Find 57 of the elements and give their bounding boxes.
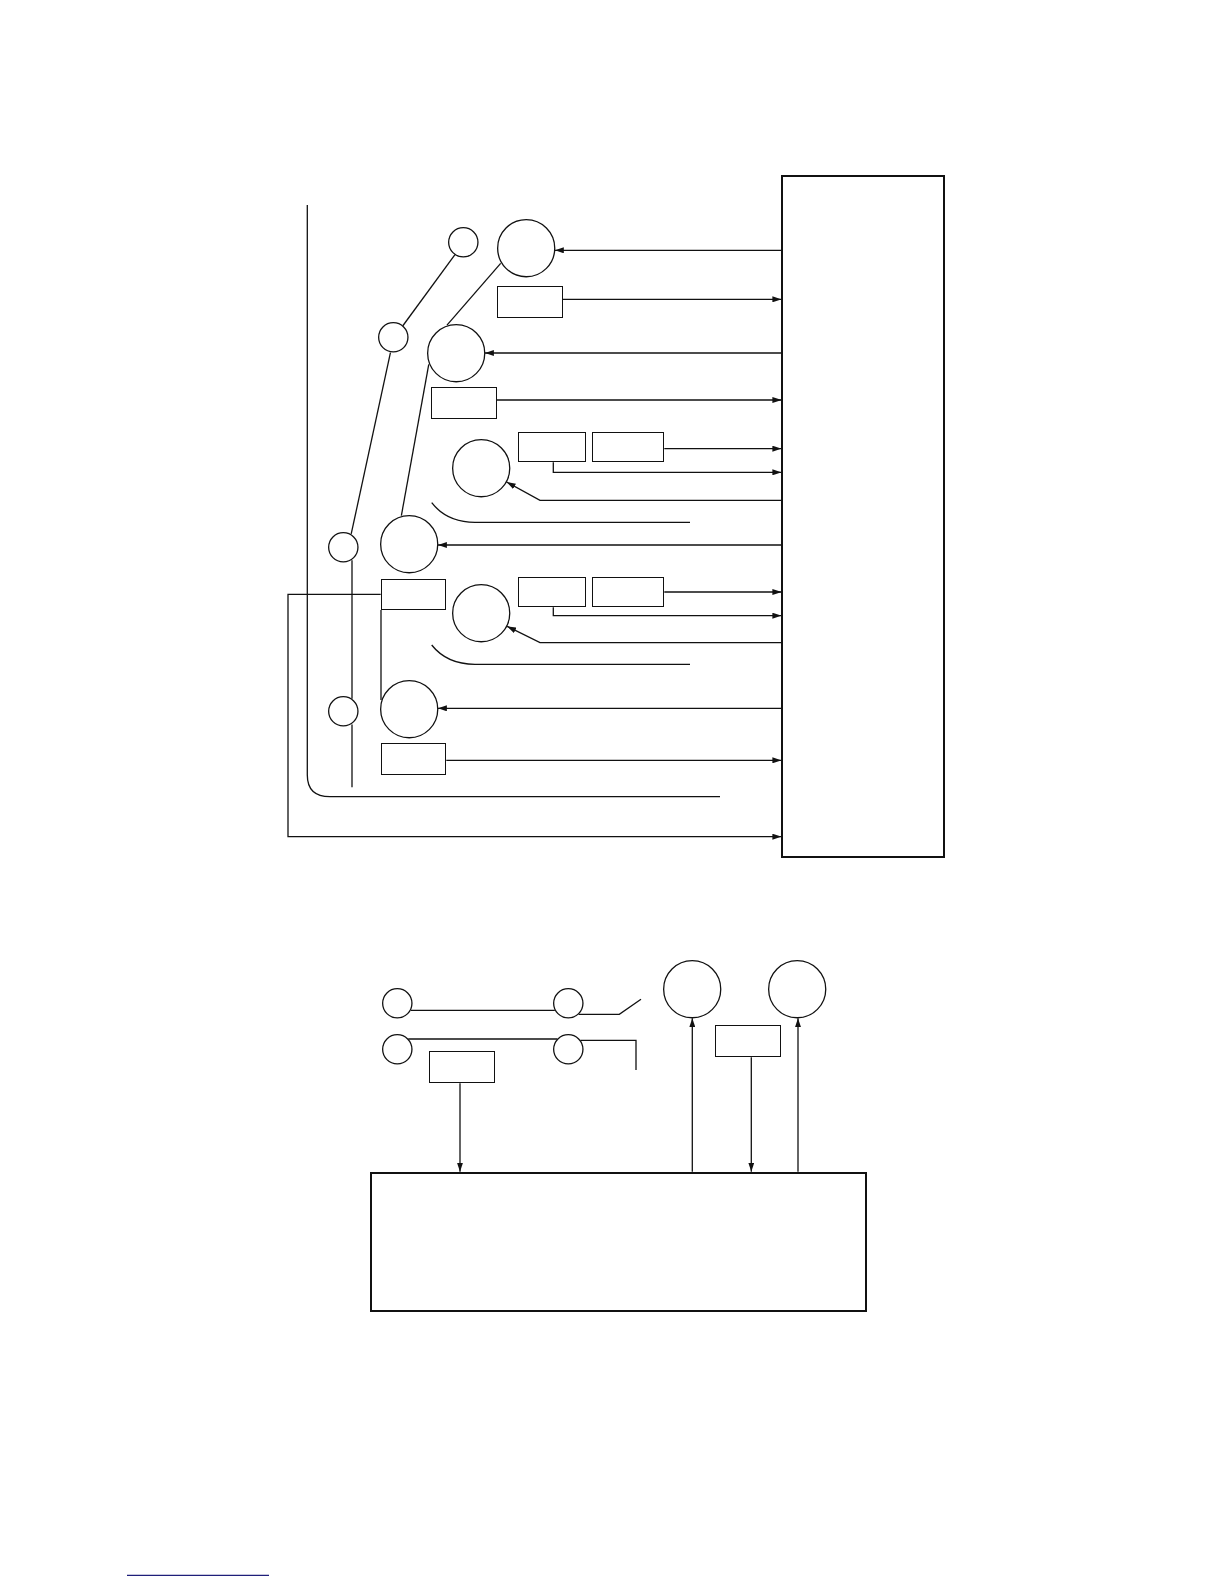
wide-box bbox=[370, 1171, 867, 1313]
connector-line bbox=[579, 1039, 637, 1071]
arrow bbox=[795, 1017, 801, 1173]
connector-line bbox=[350, 352, 392, 535]
small-circle bbox=[328, 696, 359, 727]
arrow bbox=[748, 1056, 755, 1173]
connector-line bbox=[410, 1009, 556, 1011]
connector-line bbox=[446, 262, 502, 326]
small-box bbox=[592, 577, 665, 608]
arrow bbox=[505, 481, 783, 501]
small-box bbox=[429, 1051, 496, 1084]
arrow bbox=[663, 589, 783, 595]
arrow bbox=[287, 593, 783, 840]
small-circle bbox=[328, 532, 359, 563]
arrow bbox=[496, 397, 783, 403]
small-circle bbox=[382, 987, 413, 1019]
tall-box bbox=[781, 174, 945, 858]
connector-line bbox=[351, 559, 353, 700]
small-box bbox=[592, 432, 665, 463]
large-circle bbox=[496, 219, 555, 278]
small-box bbox=[496, 286, 563, 319]
large-circle bbox=[767, 959, 827, 1019]
connector-line bbox=[351, 723, 353, 788]
large-circle bbox=[379, 680, 438, 739]
arrow bbox=[437, 542, 783, 548]
arrow bbox=[663, 445, 783, 452]
connector-line bbox=[402, 253, 456, 327]
small-box bbox=[430, 386, 497, 420]
arrow bbox=[562, 296, 783, 303]
connector-line bbox=[407, 1038, 558, 1040]
large-circle bbox=[663, 959, 722, 1019]
small-circle bbox=[553, 1034, 584, 1065]
arrow bbox=[484, 350, 783, 356]
large-circle bbox=[451, 584, 511, 643]
small-circle bbox=[382, 1034, 413, 1065]
arrow bbox=[445, 757, 783, 764]
arrow bbox=[506, 625, 783, 644]
arrow bbox=[437, 705, 783, 712]
small-circle bbox=[553, 987, 584, 1019]
small-box bbox=[518, 577, 586, 608]
small-box bbox=[380, 743, 447, 776]
large-circle bbox=[426, 323, 485, 383]
arrow bbox=[552, 606, 783, 619]
connector-line bbox=[577, 998, 642, 1015]
connector-line bbox=[400, 363, 430, 517]
small-box bbox=[518, 432, 586, 463]
small-box bbox=[715, 1025, 782, 1058]
arrow bbox=[552, 461, 783, 476]
arrow bbox=[457, 1082, 463, 1173]
arrow bbox=[689, 1017, 696, 1173]
small-box bbox=[380, 578, 447, 610]
large-circle bbox=[379, 514, 438, 574]
arrow bbox=[554, 247, 783, 254]
large-circle bbox=[451, 438, 511, 498]
small-circle bbox=[448, 226, 479, 258]
small-circle bbox=[378, 322, 409, 353]
connector-line bbox=[380, 609, 382, 701]
